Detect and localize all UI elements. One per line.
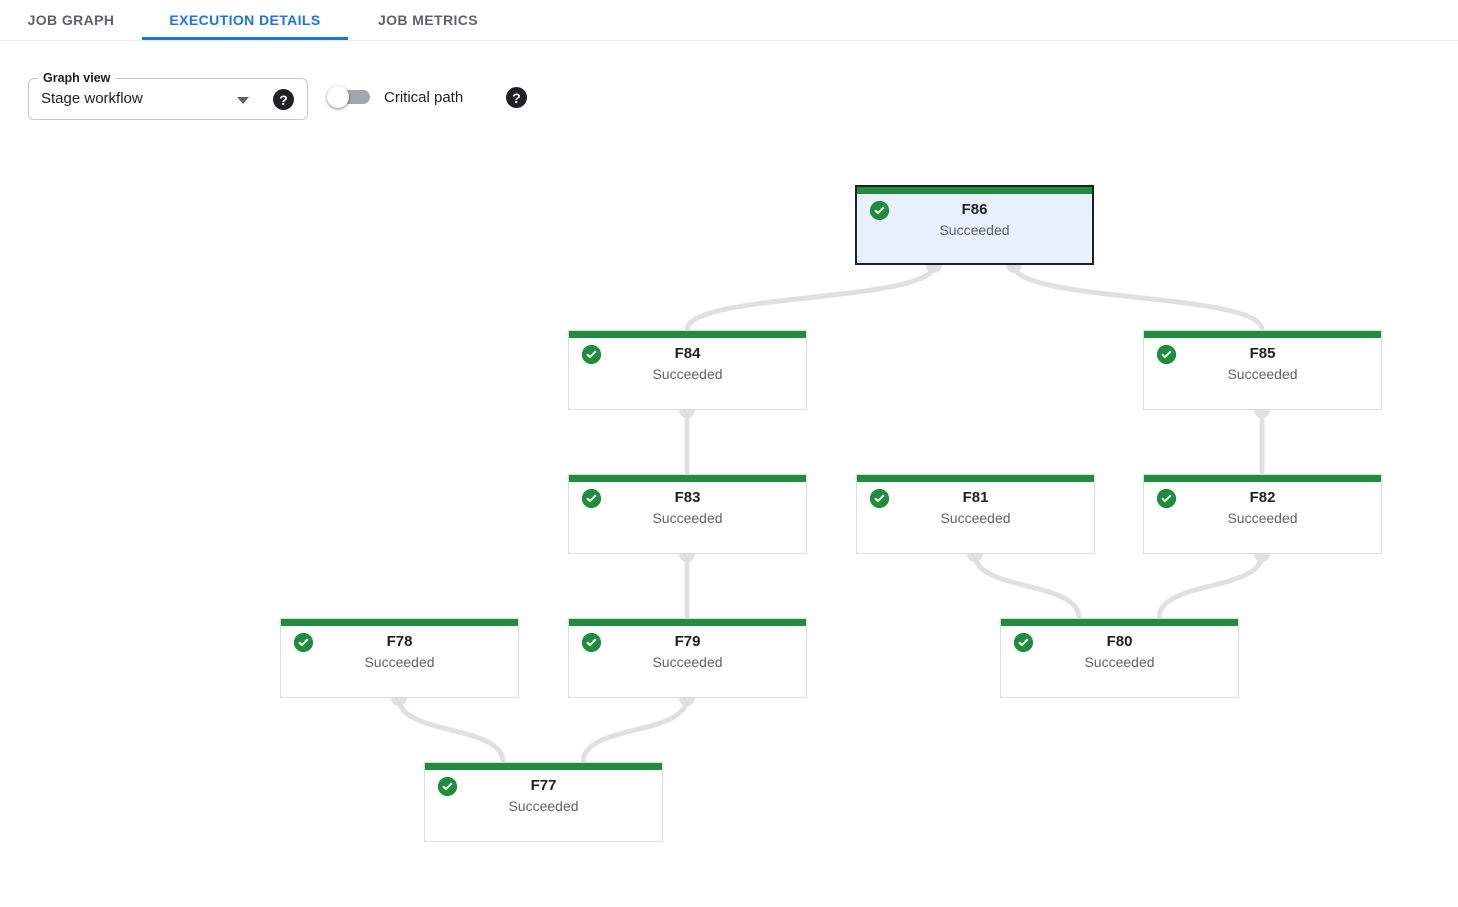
check-circle-icon [1156,344,1177,365]
node-status-bar [569,619,806,626]
node-title: F83 [674,489,701,506]
critical-path-toggle[interactable] [327,84,370,110]
stage-node-f86[interactable]: F86 Succeeded [855,185,1094,265]
check-circle-icon [437,776,458,797]
node-status-bar [1001,619,1238,626]
edge-f81-f80 [972,553,1082,619]
node-status-bar [1144,475,1381,482]
node-title: F78 [386,633,413,650]
node-status-bar [569,331,806,338]
node-status-bar [1144,331,1381,338]
node-title: F81 [962,489,989,506]
check-circle-icon [1156,488,1177,509]
node-title: F82 [1249,489,1276,506]
graph-view-label: Graph view [38,70,116,87]
stage-node-f85[interactable]: F85 Succeeded [1143,330,1382,410]
check-circle-icon [581,344,602,365]
edge-f82-f80 [1156,553,1265,619]
node-status: Succeeded [939,222,1010,238]
check-circle-icon [869,200,890,221]
check-circle-icon [581,632,602,653]
stage-node-f77[interactable]: F77 Succeeded [424,762,663,842]
graph-view-select[interactable]: Graph view Stage workflow ? [28,70,308,120]
node-title: F86 [961,201,988,218]
stage-node-f79[interactable]: F79 Succeeded [568,618,807,698]
node-status: Succeeded [652,654,723,670]
node-status-bar [857,187,1092,194]
node-title: F79 [674,633,701,650]
node-status-bar [569,475,806,482]
check-circle-icon [869,488,890,509]
node-status: Succeeded [652,366,723,382]
node-title: F84 [674,345,701,362]
node-status: Succeeded [364,654,435,670]
node-status: Succeeded [940,510,1011,526]
tab-execution-details[interactable]: EXECUTION DETAILS [142,0,348,40]
critical-path-control: Critical path [327,84,464,110]
stage-node-f81[interactable]: F81 Succeeded [856,474,1095,554]
node-status: Succeeded [1084,654,1155,670]
stage-node-f83[interactable]: F83 Succeeded [568,474,807,554]
node-title: F85 [1249,345,1276,362]
stage-node-f82[interactable]: F82 Succeeded [1143,474,1382,554]
stage-node-f78[interactable]: F78 Succeeded [280,618,519,698]
tab-bar: JOB GRAPH EXECUTION DETAILS JOB METRICS [0,0,1458,41]
node-title: F80 [1106,633,1133,650]
edge-f79-f77 [580,697,690,763]
critical-path-label: Critical path [384,88,464,106]
node-title: F77 [530,777,557,794]
check-circle-icon [1013,632,1034,653]
node-status: Succeeded [508,798,579,814]
node-status-bar [857,475,1094,482]
chevron-down-icon [237,97,249,104]
stage-node-f84[interactable]: F84 Succeeded [568,330,807,410]
check-circle-icon [581,488,602,509]
node-status-bar [281,619,518,626]
node-status: Succeeded [652,510,723,526]
graph-view-value: Stage workflow [41,90,143,107]
check-circle-icon [293,632,314,653]
edge-f86-f85 [1011,264,1265,331]
node-status: Succeeded [1227,510,1298,526]
help-icon[interactable]: ? [273,89,294,110]
edge-f78-f77 [396,697,506,763]
help-icon[interactable]: ? [506,87,527,108]
stage-node-f80[interactable]: F80 Succeeded [1000,618,1239,698]
tab-job-metrics[interactable]: JOB METRICS [377,12,479,28]
node-status-bar [425,763,662,770]
node-status: Succeeded [1227,366,1298,382]
edge-f86-f84 [684,264,937,331]
toggle-knob [327,86,349,108]
tab-job-graph[interactable]: JOB GRAPH [27,12,115,28]
